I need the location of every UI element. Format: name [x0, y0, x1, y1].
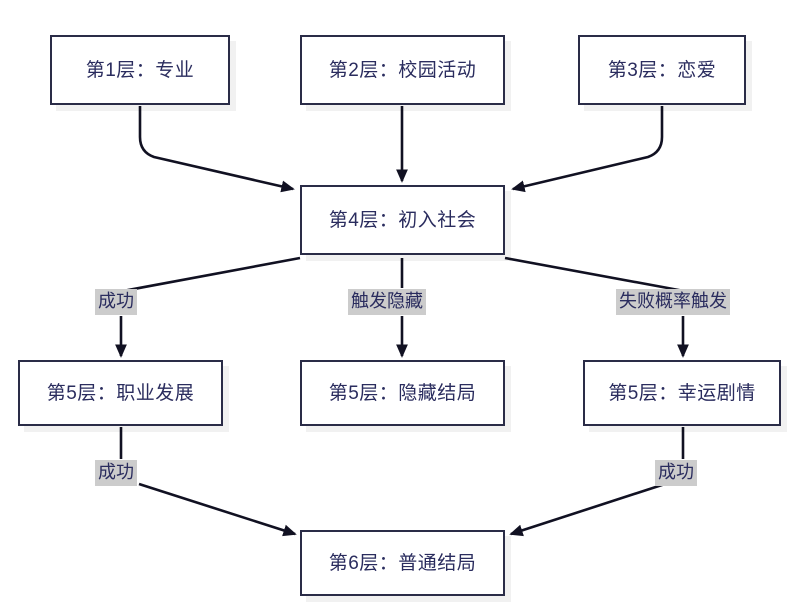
- node-layer5-lucky-plot[interactable]: 第5层：幸运剧情: [583, 360, 781, 426]
- edge-label-success-left-bottom: 成功: [95, 460, 137, 486]
- edge-label-trigger-hidden: 触发隐藏: [348, 289, 426, 315]
- node-label: 第6层：普通结局: [328, 552, 477, 574]
- node-layer4-enter-society[interactable]: 第4层：初入社会: [300, 185, 505, 255]
- node-layer6-normal-ending[interactable]: 第6层：普通结局: [300, 530, 505, 596]
- edge-label-success-career: 成功: [95, 289, 137, 315]
- node-label: 第2层：校园活动: [328, 59, 477, 81]
- node-label: 第5层：职业发展: [46, 382, 195, 404]
- edge-n4-n5a-diagonal: [122, 256, 301, 293]
- node-label: 第3层：恋爱: [607, 59, 717, 81]
- edge-n1-n4: [138, 106, 295, 193]
- edge-n5a-n6-diagonal: [138, 482, 297, 537]
- node-layer5-career-development[interactable]: 第5层：职业发展: [18, 360, 223, 426]
- edge-label-failure-probability-trigger: 失败概率触发: [616, 289, 730, 315]
- node-layer1-major[interactable]: 第1层：专业: [50, 35, 230, 105]
- node-layer5-hidden-ending[interactable]: 第5层：隐藏结局: [300, 360, 505, 426]
- node-label: 第5层：幸运剧情: [608, 382, 756, 404]
- node-label: 第5层：隐藏结局: [328, 382, 477, 404]
- edge-n4-n5c-diagonal: [504, 256, 685, 293]
- node-layer2-campus-activity[interactable]: 第2层：校园活动: [300, 35, 505, 105]
- node-label: 第1层：专业: [85, 59, 195, 81]
- edge-n5c-n6-diagonal: [509, 482, 666, 537]
- node-layer3-romance[interactable]: 第3层：恋爱: [578, 35, 746, 105]
- edge-label-success-right-bottom: 成功: [655, 460, 697, 486]
- node-label: 第4层：初入社会: [328, 209, 477, 231]
- edge-n3-n4: [511, 106, 664, 193]
